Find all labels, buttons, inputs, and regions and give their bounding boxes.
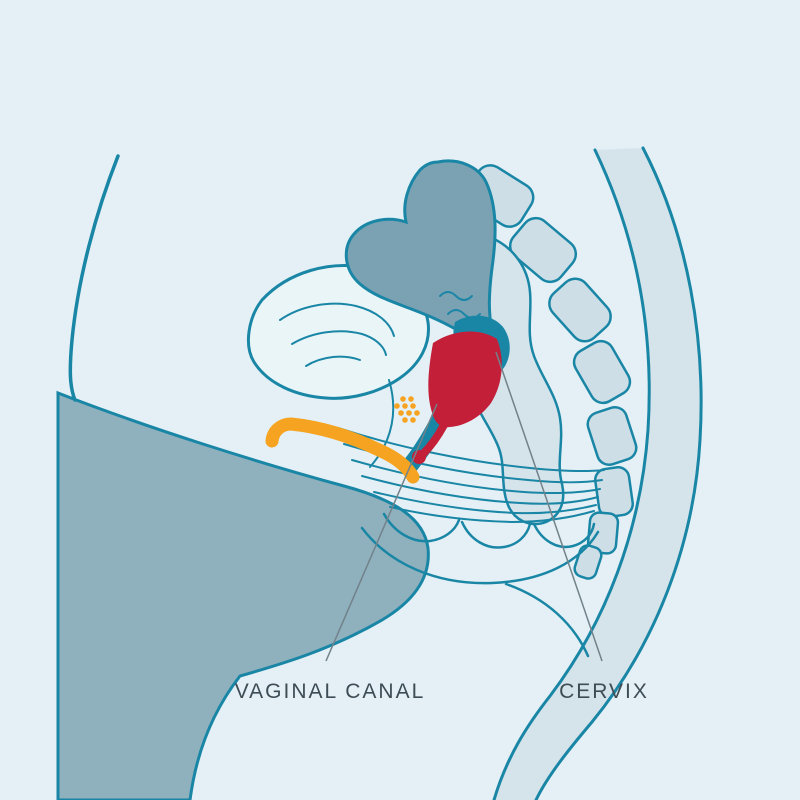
dot [400, 396, 406, 402]
label-cervix: CERVIX [559, 680, 649, 703]
gland-dots [394, 396, 420, 423]
vertebra [508, 216, 578, 284]
labia-fold [382, 512, 461, 543]
bladder-fold-line [279, 302, 395, 337]
cup-stem [419, 421, 448, 458]
back-tissue-band [492, 146, 703, 800]
sacrum-segment [593, 466, 635, 518]
vertebra [572, 339, 632, 405]
dot [406, 410, 412, 416]
vertebra [548, 277, 612, 343]
perineum-outline [360, 526, 600, 585]
perineum [360, 512, 600, 658]
vertebra [586, 406, 638, 466]
dot [410, 417, 416, 423]
muscle-line [373, 491, 597, 515]
muscle-line [389, 506, 595, 524]
canal-ripple [439, 291, 473, 301]
dot [414, 410, 420, 416]
bladder-folds [279, 302, 395, 367]
gluteal-fold-line [504, 582, 590, 658]
bladder-fold-line [291, 330, 387, 356]
muscle-line [337, 427, 605, 473]
thigh-shape [56, 390, 430, 800]
muscle-line [351, 459, 601, 494]
back-outline [534, 146, 703, 800]
menstrual-cup-shape [428, 331, 502, 428]
back-tissue-fill [494, 148, 702, 800]
abdomen-outline [68, 154, 120, 402]
menstrual-cup [412, 331, 502, 464]
pubic-bone-shape [265, 417, 420, 484]
leader-line-cervix [495, 351, 603, 662]
sacrum-back-outline [492, 148, 651, 800]
leader-lines [325, 351, 603, 662]
label-vaginal-canal: VAGINAL CANAL [235, 680, 426, 703]
dot [402, 417, 408, 423]
bladder-fold-line [305, 355, 361, 367]
dot [402, 403, 408, 409]
spine [465, 164, 638, 580]
dot [408, 396, 414, 402]
dot [394, 403, 400, 409]
leader-line-vaginal-canal [325, 403, 438, 662]
dot [398, 410, 404, 416]
labia-fold [460, 520, 532, 549]
anus-fold [532, 522, 596, 549]
urethra-line [369, 379, 395, 468]
dot [410, 403, 416, 409]
